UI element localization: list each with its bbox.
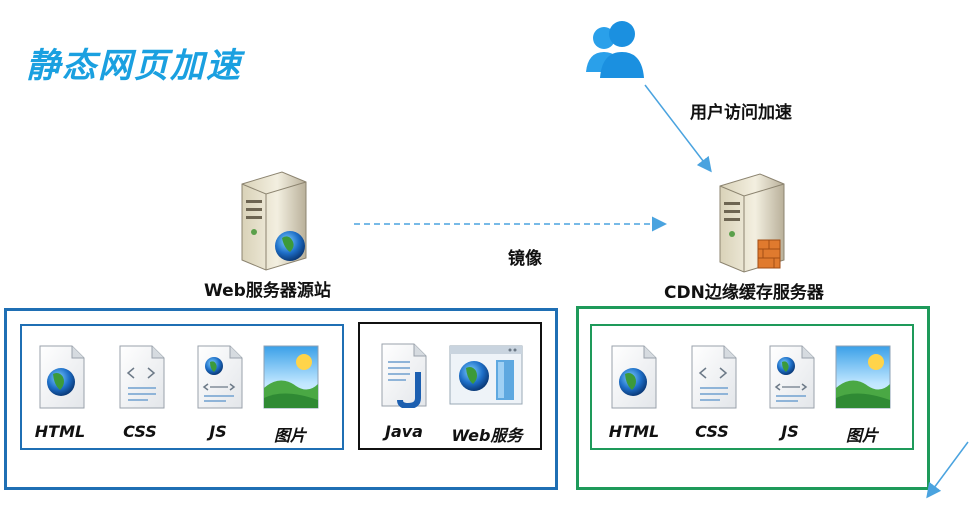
html-globe-icon <box>39 345 85 409</box>
origin-resources-box <box>4 308 558 490</box>
origin-css-label: CSS <box>123 422 157 441</box>
origin-static-box <box>20 324 344 450</box>
origin-image-label: 图片 <box>273 426 306 445</box>
js-file-icon <box>197 345 243 409</box>
cdn-image-label: 图片 <box>845 426 878 445</box>
html-globe-icon <box>611 345 657 409</box>
origin-webservice-label: Web服务 <box>451 426 523 445</box>
js-file-icon <box>769 345 815 409</box>
user-access-arrow <box>644 84 712 173</box>
cdn-js-label: JS <box>781 422 799 441</box>
users-icon <box>586 21 644 78</box>
java-file-icon <box>381 343 427 408</box>
cdn-server-icon <box>719 173 785 273</box>
origin-js-label: JS <box>209 422 227 441</box>
image-icon <box>263 345 319 409</box>
origin-dynamic-box <box>358 322 542 450</box>
image-icon <box>835 345 891 409</box>
mirror-label: 镜像 <box>508 249 542 269</box>
cdn-html-label: HTML <box>608 422 660 441</box>
origin-java-label: Java <box>385 422 423 441</box>
corner-arrow <box>926 441 969 499</box>
origin-server-label: Web服务器源站 <box>204 281 331 301</box>
cdn-resources-box <box>576 306 930 490</box>
origin-server-icon <box>241 171 307 271</box>
cdn-css-label: CSS <box>695 422 729 441</box>
css-file-icon <box>691 345 737 409</box>
origin-html-label: HTML <box>34 422 86 441</box>
user-access-label: 用户访问加速 <box>690 103 792 123</box>
cdn-server-label: CDN边缘缓存服务器 <box>664 283 824 303</box>
css-file-icon <box>119 345 165 409</box>
page-title: 静态网页加速 <box>26 46 242 86</box>
web-window-icon <box>449 345 523 405</box>
mirror-arrow <box>354 216 667 232</box>
cdn-static-box <box>590 324 914 450</box>
